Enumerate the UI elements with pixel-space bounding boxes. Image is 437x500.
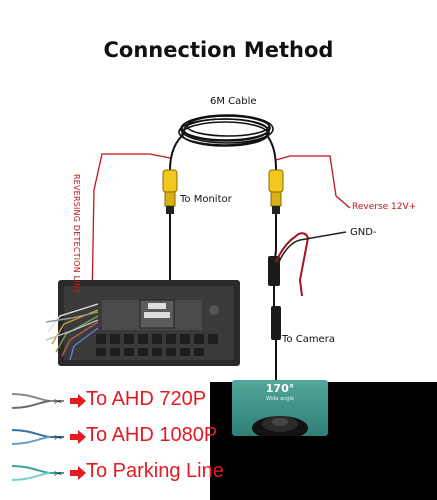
- svg-text:✂: ✂: [54, 433, 62, 444]
- camera-cable: [265, 133, 277, 171]
- wire-parking-line-icon: ✂: [11, 465, 64, 481]
- page-title: Connection Method: [103, 38, 334, 62]
- inline-module-2: [271, 306, 281, 340]
- wire-1080p-icon: ✂: [11, 429, 64, 445]
- legend-text-1080p: To AHD 1080P: [86, 424, 218, 446]
- camera-angle-value: 170°: [265, 382, 295, 395]
- camera-angle-badge: 170° Wide angle: [232, 380, 328, 436]
- camera-lens-icon: [252, 416, 308, 436]
- legend-item-1080p: ✂ To AHD 1080P: [0, 420, 217, 454]
- monitor-cable: [169, 131, 187, 171]
- reverse-12v-label: Reverse 12V+: [352, 202, 417, 212]
- reversing-detection-line-label: REVERSING DETECTION LINE: [72, 174, 81, 295]
- arrow-right-icon: [70, 430, 86, 444]
- inline-module: [268, 256, 280, 286]
- monitor-rca-connector: [162, 169, 178, 214]
- to-monitor-label: To Monitor: [180, 194, 232, 205]
- to-camera-label: To Camera: [282, 334, 335, 345]
- arrow-right-icon: [70, 394, 86, 408]
- legend-item-parking-line: ✂ To Parking Line: [0, 456, 224, 490]
- camera-rca-connector: [268, 169, 284, 214]
- coiled-cable: [178, 114, 274, 147]
- svg-text:✂: ✂: [54, 469, 62, 480]
- legend-text-720p: To AHD 720P: [86, 388, 207, 410]
- legend-text-parking-line: To Parking Line: [86, 460, 224, 482]
- svg-text:✂: ✂: [54, 397, 62, 408]
- head-unit: [58, 280, 240, 366]
- camera-angle-sub: Wide angle: [266, 396, 294, 402]
- wiring-harness: [45, 303, 99, 361]
- legend-item-720p: ✂ To AHD 720P: [0, 384, 210, 418]
- reversing-detection-wire: [91, 153, 171, 301]
- power-wire-red: [275, 232, 310, 297]
- gnd-label: GND-: [350, 227, 377, 238]
- wire-720p-icon: ✂: [11, 393, 64, 409]
- power-wire-black: [277, 231, 347, 265]
- output-legend: ✂ To AHD 720P ✂ To AHD 1080P ✂ To Parkin…: [0, 382, 224, 500]
- camera-signal-wire: [275, 155, 351, 209]
- cable-label: 6M Cable: [210, 96, 257, 107]
- arrow-right-icon: [70, 466, 86, 480]
